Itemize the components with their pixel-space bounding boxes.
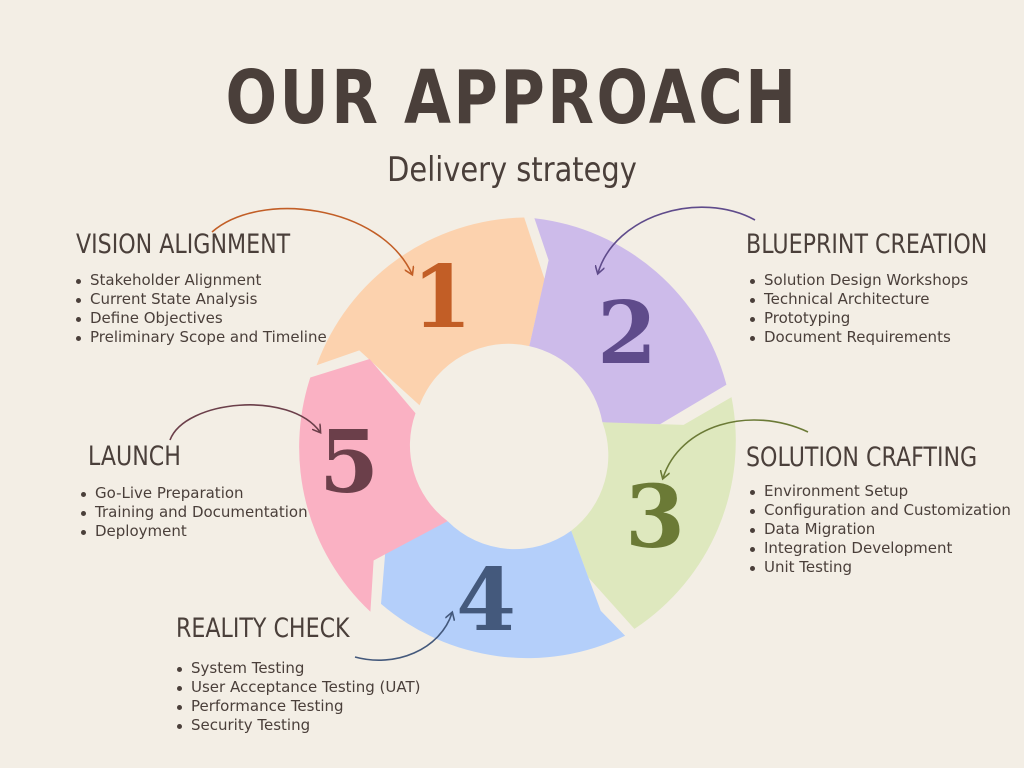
list-item: Define Objectives	[74, 309, 327, 328]
list-item: Stakeholder Alignment	[74, 271, 327, 290]
list-item: System Testing	[175, 659, 420, 678]
stage-3-list: Environment Setup Configuration and Cust…	[748, 482, 1011, 577]
stage-1-arrow	[211, 207, 412, 274]
list-item: Document Requirements	[748, 328, 968, 347]
list-item: Environment Setup	[748, 482, 1011, 501]
stage-5-segment	[299, 359, 448, 612]
stage-5-title: LAUNCH	[88, 441, 181, 472]
stage-3-arrow	[663, 419, 809, 478]
list-item: Performance Testing	[175, 697, 420, 716]
list-item: Data Migration	[748, 520, 1011, 539]
stage-1-segment	[316, 217, 545, 406]
stage-5-list: Go-Live Preparation Training and Documen…	[79, 484, 308, 541]
stage-2-list: Solution Design Workshops Technical Arch…	[748, 271, 968, 347]
stage-1-number: 1	[412, 247, 472, 348]
stage-5-number: 5	[319, 412, 379, 513]
stage-2-number: 2	[597, 283, 657, 384]
list-item: Integration Development	[748, 539, 1011, 558]
stage-1-list: Stakeholder Alignment Current State Anal…	[74, 271, 327, 347]
list-item: Security Testing	[175, 716, 420, 735]
list-item: Preliminary Scope and Timeline	[74, 328, 327, 347]
stage-4-number: 4	[456, 550, 516, 651]
stage-5-arrow	[169, 404, 320, 441]
stage-3-segment	[571, 397, 736, 629]
stage-4-segment	[381, 521, 626, 659]
list-item: Deployment	[79, 522, 308, 541]
list-item: Go-Live Preparation	[79, 484, 308, 503]
list-item: Training and Documentation	[79, 503, 308, 522]
stage-1-title: VISION ALIGNMENT	[76, 229, 291, 260]
page-subtitle: Delivery strategy	[387, 150, 637, 190]
stage-4-list: System Testing User Acceptance Testing (…	[175, 659, 420, 735]
list-item: Configuration and Customization	[748, 501, 1011, 520]
list-item: Current State Analysis	[74, 290, 327, 309]
list-item: Technical Architecture	[748, 290, 968, 309]
stage-4-title: REALITY CHECK	[176, 613, 350, 644]
stage-3-title: SOLUTION CRAFTING	[746, 442, 978, 473]
stage-3-number: 3	[625, 467, 685, 568]
list-item: Unit Testing	[748, 558, 1011, 577]
list-item: User Acceptance Testing (UAT)	[175, 678, 420, 697]
stage-2-segment	[529, 218, 727, 427]
list-item: Solution Design Workshops	[748, 271, 968, 290]
stage-2-title: BLUEPRINT CREATION	[746, 229, 988, 260]
stage-4-arrow	[354, 613, 452, 661]
stage-2-arrow	[598, 206, 756, 273]
page-title: OUR APPROACH	[225, 55, 799, 141]
list-item: Prototyping	[748, 309, 968, 328]
